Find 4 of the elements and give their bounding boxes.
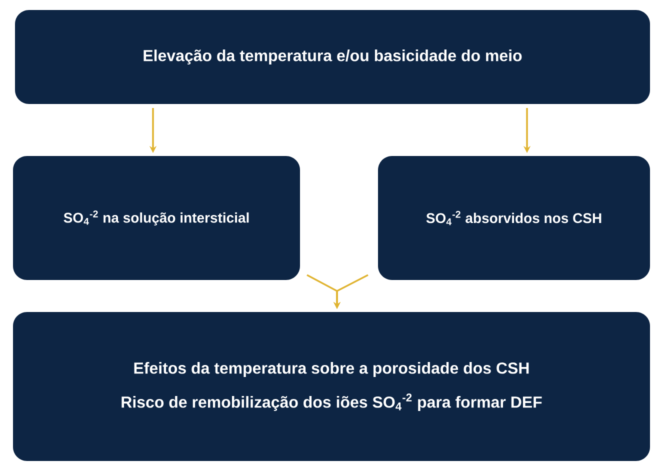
process-box: Efeitos da temperatura sobre a porosidade dos CSH Risco de remobilização dos iões SO$_{4}$$^{-2}$ para formar DEF — [13, 312, 650, 461]
process-box: SO$_{4}$$^{-2}$ absorvidos nos CSH — [378, 156, 650, 280]
process-box: SO$_{4}$$^{-2}$ na solução intersticial — [13, 156, 300, 280]
process-box: Elevação da temperatura e/ou basicidade do meio — [15, 10, 650, 104]
